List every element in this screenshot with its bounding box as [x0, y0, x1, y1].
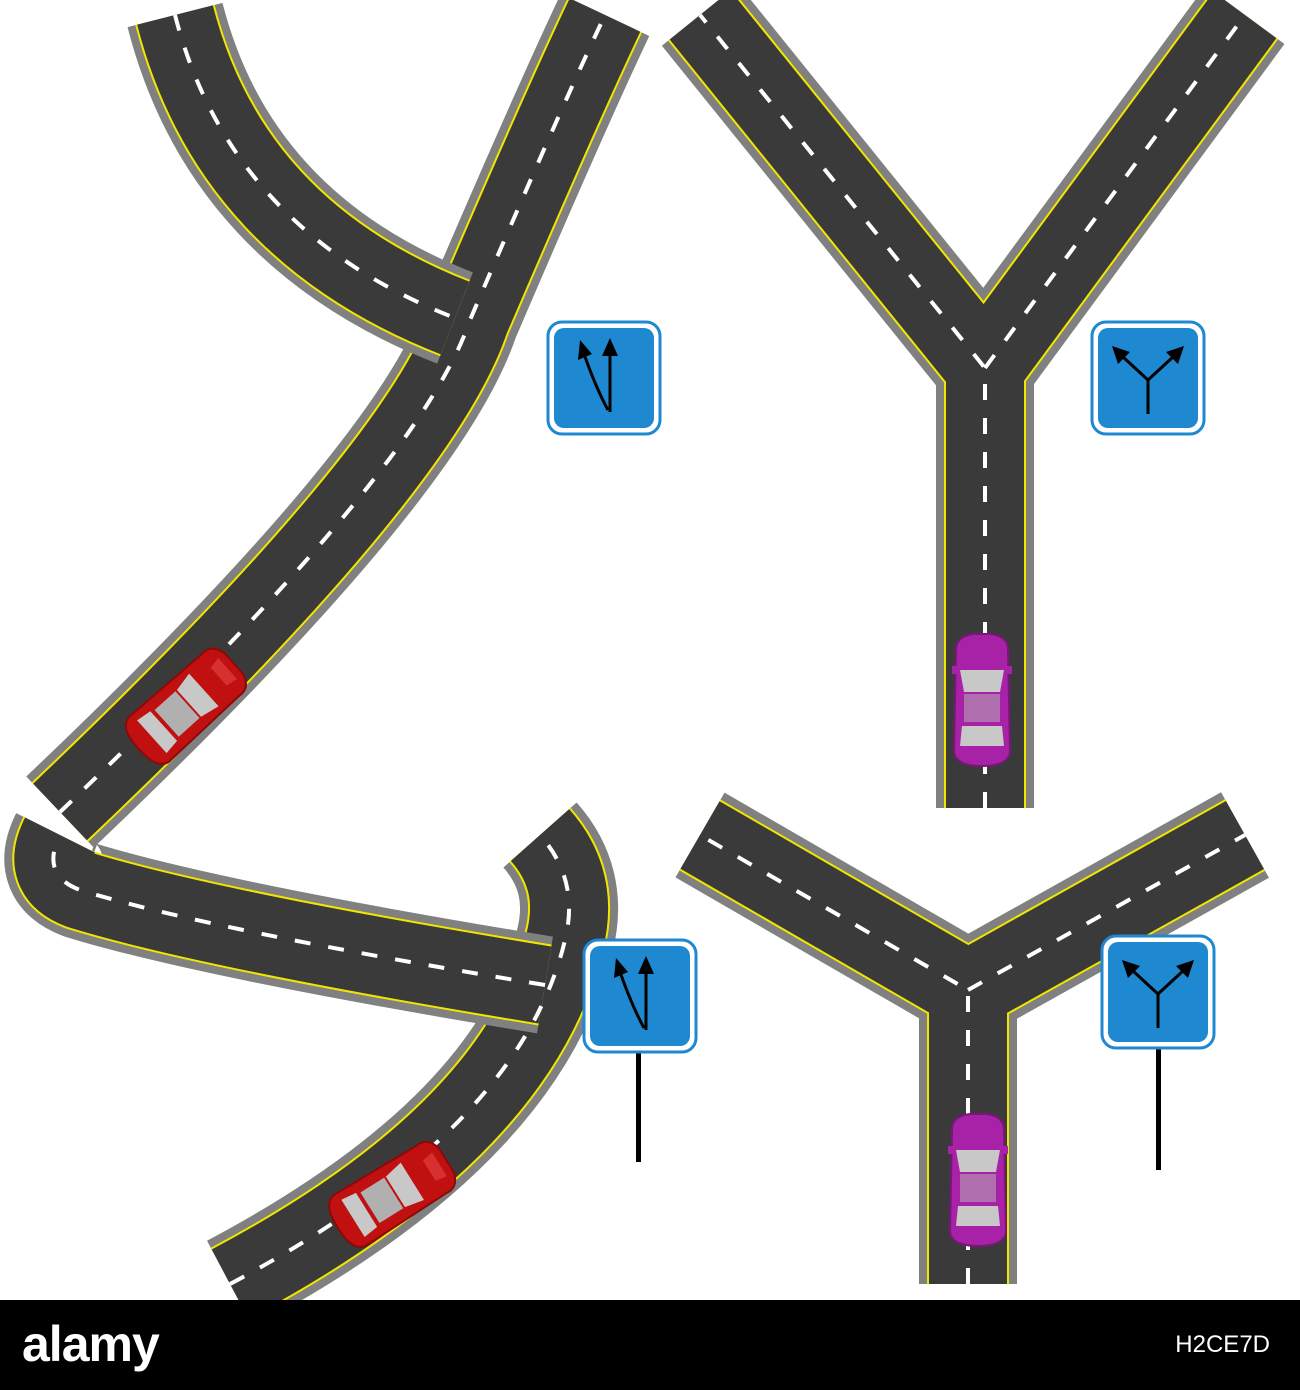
y-fork-sign: [1090, 320, 1206, 436]
y-fork-sign: [1100, 934, 1216, 1050]
fork-left-sign: [546, 320, 662, 436]
purple-car: [947, 1113, 1009, 1247]
sign-post: [1156, 1040, 1161, 1170]
panel-y-fork-bottom: [675, 792, 1269, 1284]
panel-y-fork-top: [661, 0, 1285, 808]
panel-curve-fork-top: [26, 0, 662, 848]
sign-post: [636, 1050, 641, 1162]
alamy-logo: alamy: [22, 1316, 160, 1372]
image-code: H2CE7D: [1175, 1331, 1270, 1358]
road-fork-illustration: [4, 0, 1285, 1300]
purple-car: [951, 633, 1013, 767]
panel-curve-fork-bottom: [4, 802, 698, 1300]
watermark-footer: alamy H2CE7D: [0, 1300, 1300, 1390]
fork-left-sign: [582, 938, 698, 1054]
